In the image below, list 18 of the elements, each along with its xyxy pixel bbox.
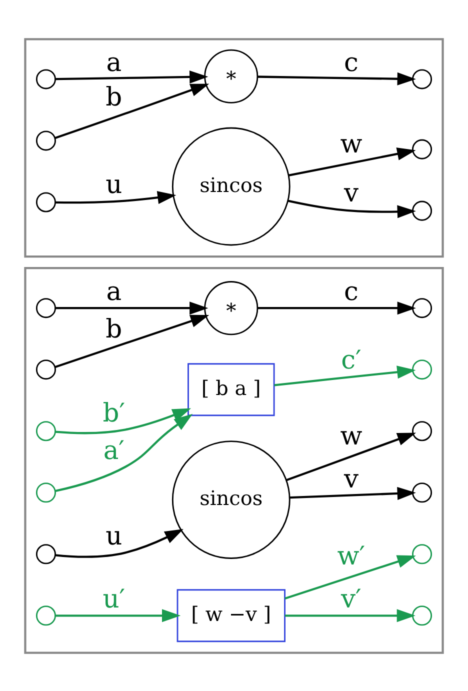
edge-label: a [106, 48, 122, 78]
edge-label: a [106, 276, 122, 307]
edge-label: a′ [103, 435, 125, 466]
edge-label: b′ [102, 398, 126, 428]
edge-label: v [344, 178, 358, 208]
edge-label: w′ [337, 541, 366, 572]
edge-label: u′ [102, 584, 126, 614]
edge-label: u [106, 521, 122, 552]
edge-label: v′ [341, 584, 362, 614]
edge-label: w [340, 421, 362, 452]
edge-label: b [106, 314, 122, 344]
edge-label: w [340, 129, 362, 160]
edge-label: v [344, 464, 358, 494]
edge-label: b [106, 82, 122, 112]
edge-label: c [344, 48, 358, 78]
edge-label: c [344, 276, 358, 307]
edge-label: u [106, 169, 122, 200]
edge-label: c′ [341, 345, 362, 376]
